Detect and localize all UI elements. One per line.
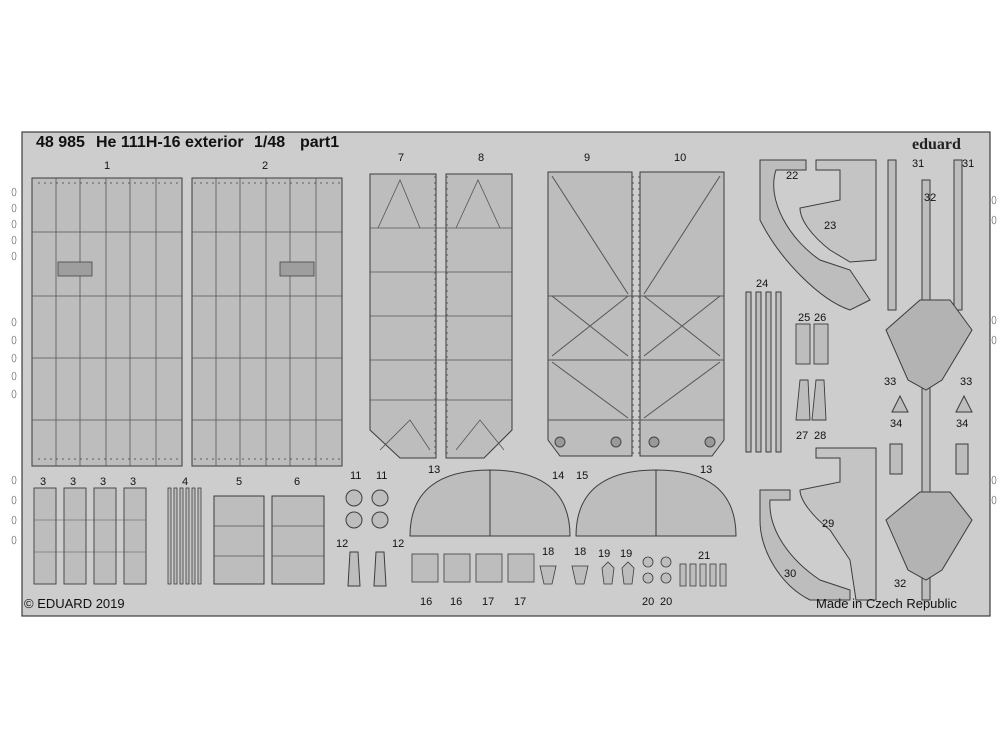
parts-5-6-panels bbox=[213, 495, 325, 585]
origin-text: Made in Czech Republic bbox=[816, 596, 957, 611]
right-holes bbox=[991, 195, 997, 505]
part-number: 27 bbox=[796, 430, 809, 442]
part-number: 18 bbox=[574, 546, 587, 558]
part-number: 26 bbox=[814, 312, 827, 324]
part-number: 18 bbox=[542, 546, 555, 558]
part-number: 32 bbox=[924, 192, 937, 204]
part-number: 24 bbox=[756, 278, 769, 290]
part-number: 25 bbox=[798, 312, 811, 324]
part-number: 9 bbox=[584, 152, 591, 164]
part-number: 29 bbox=[822, 518, 835, 530]
part-number: 34 bbox=[956, 418, 969, 430]
part-number: 3 bbox=[100, 476, 107, 488]
sheet-scale: 1/48 bbox=[254, 134, 286, 151]
part-number: 31 bbox=[962, 158, 975, 170]
part-number: 3 bbox=[70, 476, 77, 488]
part-number: 33 bbox=[884, 376, 897, 388]
part-number: 23 bbox=[824, 220, 837, 232]
parts-29-30-brackets bbox=[759, 447, 877, 601]
part-number: 34 bbox=[890, 418, 903, 430]
part-number: 28 bbox=[814, 430, 827, 442]
parts-22-23-brackets bbox=[759, 159, 877, 311]
part-number: 2 bbox=[262, 160, 269, 172]
part-number: 22 bbox=[786, 170, 799, 182]
parts-7-8-doors bbox=[369, 173, 513, 459]
sheet-code: 48 985 bbox=[36, 134, 85, 151]
part-number: 16 bbox=[420, 596, 433, 608]
part-number: 12 bbox=[336, 538, 349, 550]
part-number: 13 bbox=[700, 464, 713, 476]
part-number: 31 bbox=[912, 158, 925, 170]
part-number: 13 bbox=[428, 464, 441, 476]
part-number: 30 bbox=[784, 568, 797, 580]
parts-9-10-doors bbox=[547, 171, 725, 457]
part-number: 33 bbox=[960, 376, 973, 388]
part-number: 32 bbox=[894, 578, 907, 590]
part-number: 21 bbox=[698, 550, 711, 562]
parts-11-12-small bbox=[345, 489, 389, 587]
left-holes bbox=[11, 187, 17, 545]
part-number: 1 bbox=[104, 160, 111, 172]
brand-logo: eduard bbox=[912, 136, 961, 153]
part-24-rods bbox=[745, 291, 782, 453]
part-number: 16 bbox=[450, 596, 463, 608]
copyright-text: © EDUARD 2019 bbox=[24, 596, 125, 611]
part-number: 20 bbox=[642, 596, 655, 608]
sheet-title: He 111H-16 exterior bbox=[96, 134, 244, 151]
part-number: 4 bbox=[182, 476, 189, 488]
sheet-part: part1 bbox=[300, 134, 340, 151]
part-number: 19 bbox=[598, 548, 611, 560]
part-number: 7 bbox=[398, 152, 405, 164]
parts-25-28-small bbox=[795, 323, 829, 421]
part-number: 14 bbox=[552, 470, 565, 482]
part-number: 3 bbox=[130, 476, 137, 488]
part-number: 19 bbox=[620, 548, 633, 560]
part-2-panel bbox=[191, 177, 343, 467]
part-number: 15 bbox=[576, 470, 589, 482]
part-1-panel bbox=[31, 177, 183, 467]
part-number: 10 bbox=[674, 152, 687, 164]
part-number: 12 bbox=[392, 538, 405, 550]
parts-3-strips bbox=[33, 487, 147, 585]
part-number: 3 bbox=[40, 476, 47, 488]
part-4-rods bbox=[167, 487, 202, 585]
part-number: 8 bbox=[478, 152, 485, 164]
part-number: 11 bbox=[376, 470, 388, 482]
part-number: 6 bbox=[294, 476, 301, 488]
part-number: 5 bbox=[236, 476, 243, 488]
parts-31-34-column bbox=[885, 159, 973, 601]
parts-13-15-frames bbox=[409, 469, 737, 537]
part-number: 20 bbox=[660, 596, 673, 608]
part-number: 17 bbox=[514, 596, 527, 608]
parts-16-21-small bbox=[411, 553, 727, 587]
part-number: 11 bbox=[350, 470, 362, 482]
part-number: 17 bbox=[482, 596, 495, 608]
